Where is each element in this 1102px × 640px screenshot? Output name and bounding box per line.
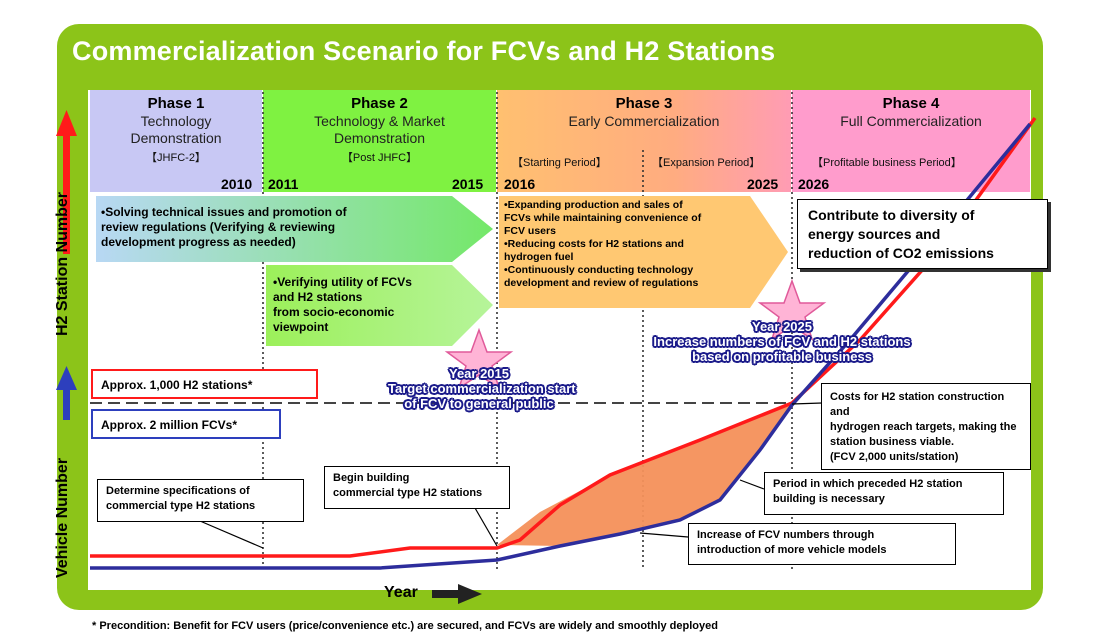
year-2026: 2026 [798, 176, 830, 192]
phase-2-tag: 【Post JHFC】 [341, 152, 418, 164]
expanding-text: •Expanding production and sales of FCVs … [504, 199, 702, 289]
expansion-period-label: 【Expansion Period】 [652, 157, 761, 169]
phase-3-column: Phase 3 Early Commercialization [497, 90, 791, 192]
phase-1-sub-2: Demonstration [130, 130, 222, 146]
phase-1-column: Phase 1 Technology Demonstration 【JHFC-2… [90, 90, 262, 192]
solving-text: •Solving technical issues and promotion … [101, 205, 347, 249]
star-2025-text: Year 2025 Increase numbers of FCV and H2… [653, 319, 911, 364]
year-2015: 2015 [452, 176, 484, 192]
star-2015-text: Year 2015 Target commercialization start… [388, 366, 576, 411]
station-line [90, 116, 1037, 558]
precondition-footnote: * Precondition: Benefit for FCV users (p… [92, 620, 718, 632]
expanding-arrow-box [499, 196, 788, 308]
phase-2-sub-2: Demonstration [333, 130, 426, 146]
determine-callout: Determine specifications of commercial t… [97, 479, 304, 522]
y-axis-arrow-down-part [56, 366, 77, 420]
verifying-arrow-box [266, 265, 493, 346]
year-2010: 2010 [221, 176, 253, 192]
phase-4-column: Phase 4 Full Commercialization [792, 90, 1030, 192]
preceded-area [497, 403, 792, 546]
phase-4-name: Phase 4 [882, 95, 940, 112]
phase-2-name: Phase 2 [351, 95, 408, 112]
phase-1-name: Phase 1 [147, 95, 205, 112]
vertical-axis-note: Note: Vertical axis indicates the relati… [521, 578, 943, 589]
phase-3-name: Phase 3 [615, 95, 673, 112]
year-2025: 2025 [747, 176, 779, 192]
y-axis-label-stations: H2 Station Number [54, 191, 71, 336]
profitable-period-label: 【Profitable business Period】 [812, 157, 962, 169]
callout-connectors [199, 402, 823, 549]
starting-period-label: 【Starting Period】 [512, 157, 607, 169]
y-axis-arrow-up [56, 110, 77, 254]
preceded-callout: Period in which preceded H2 station buil… [764, 472, 1004, 515]
phase-4-sub-1: Full Commercialization [840, 113, 982, 129]
x-axis-label: Year [384, 584, 418, 601]
x-axis-arrow [432, 584, 482, 604]
phase-2-sub-1: Technology & Market [314, 113, 445, 129]
phase-3-sub-1: Early Commercialization [568, 113, 720, 129]
stations-legend-box: Approx. 1,000 H2 stations* [91, 369, 318, 399]
page-title: Commercialization Scenario for FCVs and … [72, 36, 776, 66]
costs-callout: Costs for H2 station construction and hy… [821, 383, 1031, 470]
verifying-text: •Verifying utility of FCVs and H2 statio… [273, 275, 412, 334]
phase-2-column: Phase 2 Technology & Market Demonstratio… [263, 90, 496, 192]
solving-arrow-box [96, 196, 493, 262]
vehicle-line [90, 122, 1032, 570]
year-2011: 2011 [268, 176, 299, 192]
star-2025 [757, 278, 827, 341]
fcvs-legend-box: Approx. 2 million FCVs* [91, 409, 281, 439]
begin-callout: Begin building commercial type H2 statio… [324, 466, 510, 509]
star-2015 [444, 327, 514, 390]
phase-1-sub-1: Technology [140, 113, 212, 129]
year-2016: 2016 [504, 176, 536, 192]
y-axis-label-vehicles: Vehicle Number [54, 457, 71, 578]
phase-1-tag: 【JHFC-2】 [146, 152, 206, 164]
contribute-box: Contribute to diversity of energy source… [797, 199, 1048, 269]
increase-callout: Increase of FCV numbers through introduc… [688, 523, 956, 565]
